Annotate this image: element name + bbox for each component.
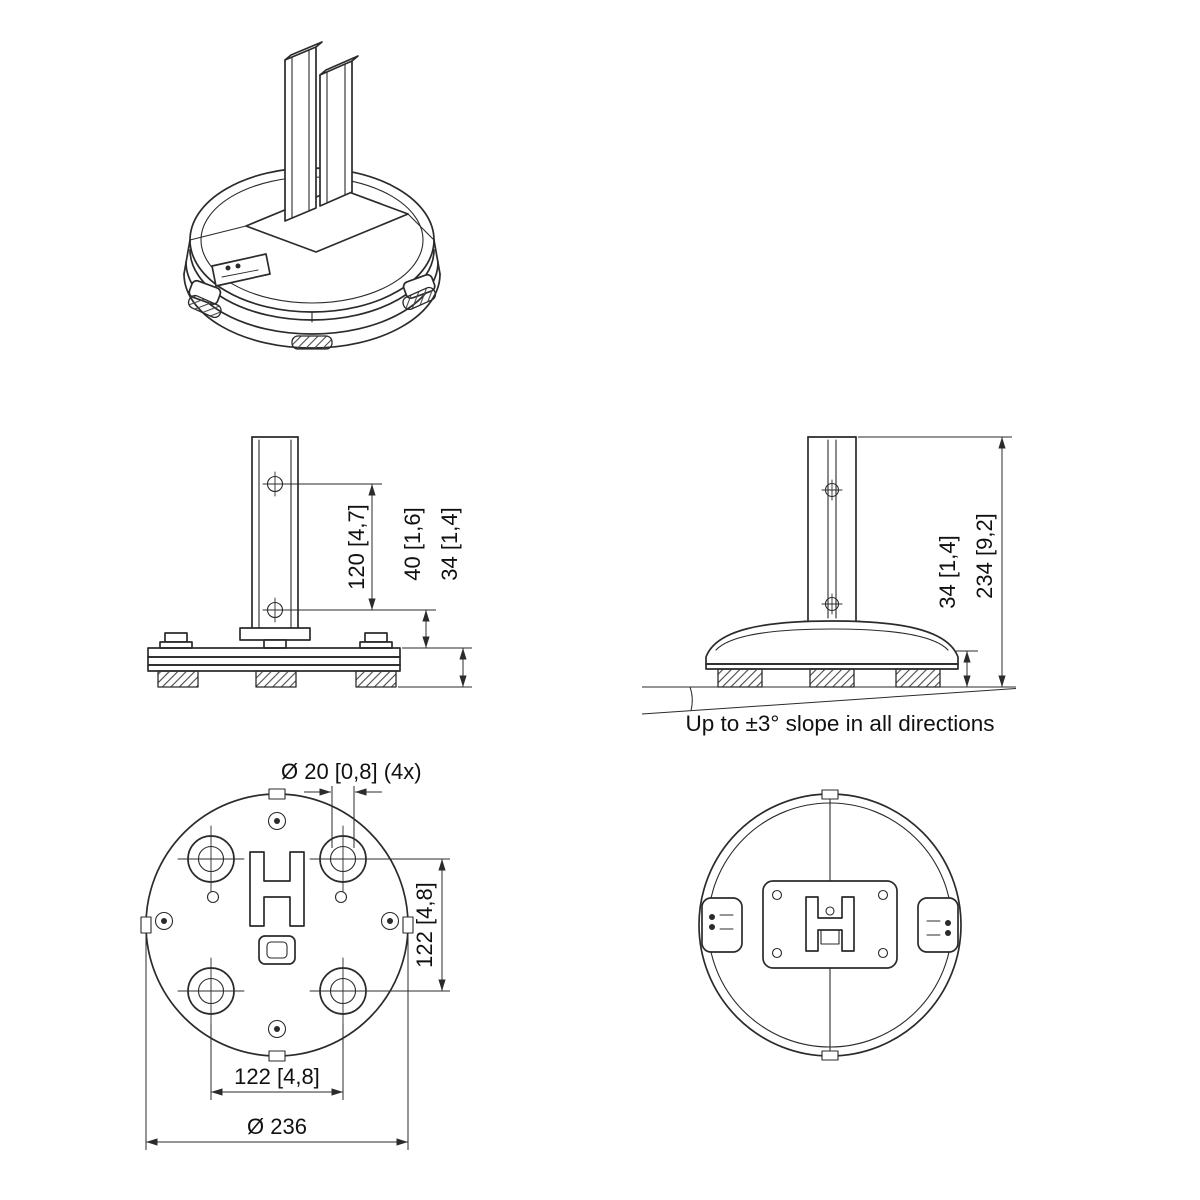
dim-label-pitch-horizontal: 122 [4,8]: [234, 1064, 320, 1089]
bolt-hole: [177, 957, 245, 1025]
column-rear-channel: [319, 55, 359, 207]
dim-label-hole-to-base: 40 [1,6]: [400, 507, 425, 580]
center-nut: [263, 639, 287, 649]
top-plan-view: [698, 789, 962, 1061]
bolt-hole: [177, 825, 245, 893]
slope-angle-arc: [689, 686, 693, 711]
slope-note: Up to ±3° slope in all directions: [685, 711, 994, 736]
slope-indicator: [641, 686, 1017, 715]
rim-tab-bottom: [821, 1050, 839, 1061]
h-slot-center-pocket: [820, 929, 840, 945]
adapter-screw: [877, 947, 889, 959]
sloped-floor-line: [641, 688, 1017, 715]
dim-label-total-height: 234 [9,2]: [972, 513, 997, 599]
base-plate-bottom: [147, 664, 401, 672]
isometric-view: [183, 41, 441, 350]
base-split-seam-left: [189, 225, 247, 241]
rim-tab-top: [268, 788, 286, 800]
adapter-screw: [877, 889, 889, 901]
dim-label-base-height-side: 34 [1,4]: [935, 535, 960, 608]
h-slot: [249, 851, 305, 927]
floor-plate-stack: [147, 627, 401, 688]
rim-tab-bottom: [268, 1050, 286, 1062]
foot-pad: [255, 670, 297, 688]
foot-pad: [717, 668, 763, 688]
column-mounting-holes: [262, 471, 288, 623]
dim-label-hole-spacing: 120 [4,7]: [344, 504, 369, 590]
bottom-dimension-lines: [145, 786, 450, 1150]
column-profile-side: [807, 436, 857, 622]
rim-screw: [267, 811, 287, 831]
dim-label-base-height: 34 [1,4]: [437, 507, 462, 580]
rim-screw: [154, 911, 174, 931]
dim-label-outer-diameter: Ø 236: [247, 1114, 307, 1139]
bottom-plan-view: Ø 20 [0,8] (4x) 122 [4,8] 122 [4,8] Ø 23…: [140, 759, 450, 1150]
column-front-channel: [284, 41, 323, 222]
column-profile: [251, 436, 299, 629]
lower-slot-inner: [266, 941, 288, 959]
column-holes-side: [821, 479, 843, 615]
side-dimension-lines: [858, 436, 1012, 687]
bolt-nut: [164, 632, 188, 643]
rim-tab-right: [402, 916, 414, 934]
side-clamp-left: [701, 897, 743, 953]
h-slot-top: [805, 896, 855, 952]
base-plate-top: [147, 647, 401, 658]
foot-pad: [291, 335, 333, 350]
foot-pad: [187, 294, 222, 319]
bolt-washer: [359, 641, 393, 649]
rim-screw: [380, 911, 400, 931]
adapter-screw: [771, 889, 783, 901]
dome-base: [705, 620, 959, 688]
dome-outline: [705, 620, 959, 665]
adapter-screw: [771, 947, 783, 959]
foot-pad: [809, 668, 855, 688]
dome-contour: [715, 628, 949, 651]
foot-pad: [402, 286, 437, 311]
foot-pad: [157, 670, 199, 688]
base-ring: [705, 663, 959, 670]
pin-hole: [334, 890, 348, 904]
base-split-seam-right: [407, 213, 435, 241]
dim-label-hole-diameter: Ø 20 [0,8] (4x): [281, 759, 422, 784]
foot-pad: [355, 670, 397, 688]
adapter-plate: [762, 880, 898, 969]
adapter-center-hole: [825, 906, 835, 916]
rim-tab-left: [140, 916, 152, 934]
brand-plate: [211, 253, 271, 287]
front-elevation-view: 120 [4,7] 40 [1,6] 34 [1,4]: [147, 436, 472, 688]
rim-tab-top: [821, 789, 839, 800]
column-flange: [239, 627, 311, 641]
front-dimension-lines: [284, 483, 472, 688]
bolt-nut: [364, 632, 388, 643]
base-plate-middle: [147, 656, 401, 666]
base-right-edge: [433, 239, 441, 275]
side-elevation-view: 34 [1,4] 234 [9,2] Up to ±3° slope in al…: [641, 436, 1017, 736]
lower-slot: [258, 935, 296, 965]
rim-screws: [154, 811, 400, 1039]
base-outline: [145, 793, 409, 1057]
foot-pad: [895, 668, 941, 688]
pin-hole: [206, 890, 220, 904]
bolt-washer: [159, 641, 193, 649]
side-clamp-right: [917, 897, 959, 953]
rim-screw: [267, 1019, 287, 1039]
dim-label-pitch-vertical: 122 [4,8]: [412, 882, 437, 968]
base-left-edge: [183, 239, 191, 275]
